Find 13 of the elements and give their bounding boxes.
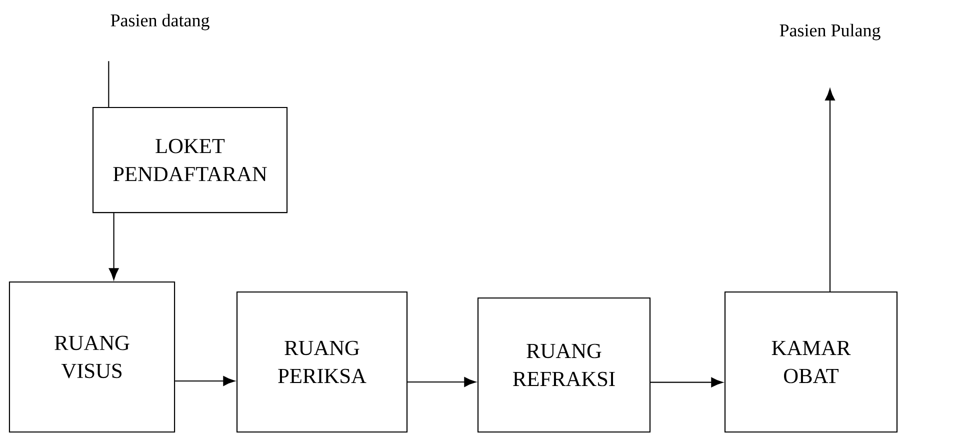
process-box: LOKET PENDAFTARAN — [92, 106, 288, 214]
process-box: RUANG PERIKSA — [236, 291, 408, 433]
connector-line — [108, 61, 110, 107]
process-box: RUANG VISUS — [8, 281, 176, 433]
process-box: KAMAR OBAT — [724, 291, 898, 433]
text-label: Pasien Pulang — [780, 24, 880, 40]
arrow — [108, 213, 119, 280]
process-box: RUANG REFRAKSI — [477, 297, 651, 433]
arrow — [175, 376, 235, 386]
text-label: Pasien datang — [110, 14, 210, 30]
arrow — [650, 377, 723, 388]
arrow — [408, 377, 476, 387]
arrow — [825, 88, 835, 292]
